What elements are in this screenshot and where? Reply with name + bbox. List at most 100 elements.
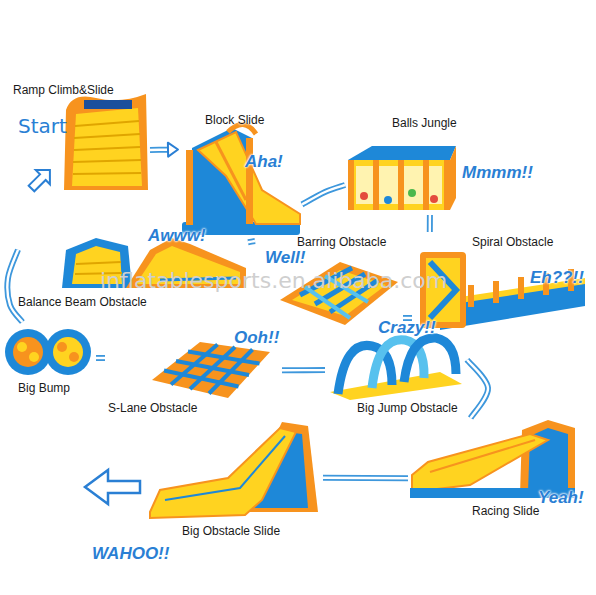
path-connector — [302, 185, 345, 205]
balls-jungle-illustration — [398, 160, 404, 210]
big-bump-illustration — [5, 329, 91, 375]
big-bump-illustration — [45, 329, 91, 375]
attraction: Ramp Climb&Slide — [10, 80, 150, 192]
connector-outline — [323, 475, 408, 482]
connector-outline — [248, 241, 255, 242]
connector-outline — [467, 360, 488, 418]
racing-slide-illustration — [430, 440, 535, 472]
ramp-illustration — [74, 134, 140, 138]
balls-jungle-illustration — [430, 195, 438, 203]
path-connector — [96, 358, 105, 359]
ramp-illustration — [73, 160, 141, 162]
big-obstacle-slide-illustration — [165, 436, 285, 500]
racing-slide-illustration — [520, 420, 575, 495]
s-lane-illustration — [152, 342, 270, 398]
ramp-illustration — [75, 121, 139, 126]
big-bump-illustration — [13, 337, 43, 367]
connector-outline — [7, 250, 22, 322]
big-jump-illustration — [404, 338, 456, 382]
arrow-heads — [168, 143, 178, 157]
attraction-name: Big Obstacle Slide — [182, 525, 280, 539]
path-connector — [7, 250, 22, 322]
connector-core — [302, 185, 345, 205]
path-connector — [282, 370, 325, 371]
balance-beam-illustration — [76, 262, 121, 264]
connector-outline — [427, 215, 433, 232]
connector-core — [248, 241, 255, 242]
attraction-name: Balls Jungle — [392, 117, 457, 131]
path-connector — [429, 215, 430, 232]
connector-outline — [302, 185, 345, 205]
attraction-name: Big Bump — [18, 382, 70, 396]
attraction-name: Block Slide — [205, 114, 264, 128]
arrow-head — [168, 143, 178, 157]
spiral-obstacle-illustration — [518, 277, 524, 299]
attraction-name: Spiral Obstacle — [472, 236, 553, 250]
block-slide-illustration — [198, 132, 300, 224]
big-bump-illustration — [57, 342, 67, 352]
block-slide-illustration — [182, 124, 300, 235]
connector-core — [282, 369, 325, 372]
attraction: Big Jump ObstacleCrazy!! — [325, 316, 467, 420]
attraction-name: Racing Slide — [472, 505, 539, 519]
s-lane-illustration — [152, 342, 270, 398]
start-arrow — [24, 163, 57, 196]
attraction-name: S-Lane Obstacle — [108, 402, 197, 416]
block-slide-illustration — [186, 150, 193, 225]
big-bump-illustration — [29, 352, 39, 362]
exclamation: Awww! — [148, 226, 206, 246]
ramp-illustration — [73, 173, 141, 174]
balls-jungle-illustration — [384, 196, 392, 204]
start-label: Start — [18, 116, 67, 136]
balls-jungle-illustration — [348, 146, 456, 210]
attraction: Racing SlideYeah! — [408, 418, 592, 522]
connector-outline — [282, 367, 325, 373]
attraction: Big Bump — [4, 322, 96, 402]
connector-core — [96, 357, 105, 359]
path-connector — [467, 360, 488, 418]
ramp-illustration — [72, 108, 142, 186]
exclamation: Yeah! — [538, 488, 584, 508]
path-connector — [323, 477, 408, 479]
attraction-name: Big Jump Obstacle — [357, 402, 458, 416]
connector-core — [467, 360, 488, 418]
connector-core — [323, 477, 408, 480]
connector-core — [7, 250, 22, 322]
attraction: Balls JungleMmmm!! — [345, 115, 535, 215]
ramp-illustration — [64, 94, 148, 190]
balls-jungle-illustration — [444, 160, 450, 210]
connector-outline — [96, 355, 105, 361]
big-jump-illustration — [330, 338, 462, 400]
s-lane-illustration — [188, 352, 260, 364]
spiral-obstacle-illustration — [468, 285, 474, 307]
watermark: inflatablesports.en.alibaba.com — [100, 270, 447, 292]
balls-jungle-illustration — [348, 160, 450, 210]
balls-jungle-illustration — [348, 146, 456, 160]
end-label: WAHOO!! — [92, 545, 169, 562]
balls-jungle-illustration — [423, 160, 429, 210]
balls-jungle-illustration — [348, 160, 354, 210]
exclamation: Well! — [265, 248, 305, 268]
s-lane-illustration — [176, 361, 249, 375]
exclamation: Eh??!! — [530, 268, 584, 288]
attraction-name: Balance Beam Obstacle — [18, 296, 147, 310]
racing-slide-illustration — [412, 434, 548, 492]
ramp-illustration — [84, 100, 132, 109]
big-bump-illustration — [17, 342, 27, 352]
attraction-name: Barring Obstacle — [297, 236, 386, 250]
path-connector — [150, 143, 178, 157]
attraction: S-Lane Obstacle Ooh!! — [105, 326, 282, 420]
big-obstacle-slide-illustration — [150, 422, 318, 518]
big-bump-illustration — [5, 329, 51, 375]
s-lane-illustration — [164, 371, 239, 387]
balls-jungle-illustration — [373, 160, 379, 210]
balls-jungle-illustration — [450, 146, 456, 210]
ramp-illustration — [64, 94, 148, 190]
attraction-name: Ramp Climb&Slide — [13, 84, 114, 98]
balls-jungle-illustration — [408, 189, 416, 197]
connector-outline — [150, 147, 168, 153]
block-slide-illustration — [246, 138, 253, 224]
end-arrow — [85, 470, 140, 504]
exclamation: Ooh!! — [234, 328, 279, 348]
attraction: Block SlideAha! — [178, 112, 302, 237]
